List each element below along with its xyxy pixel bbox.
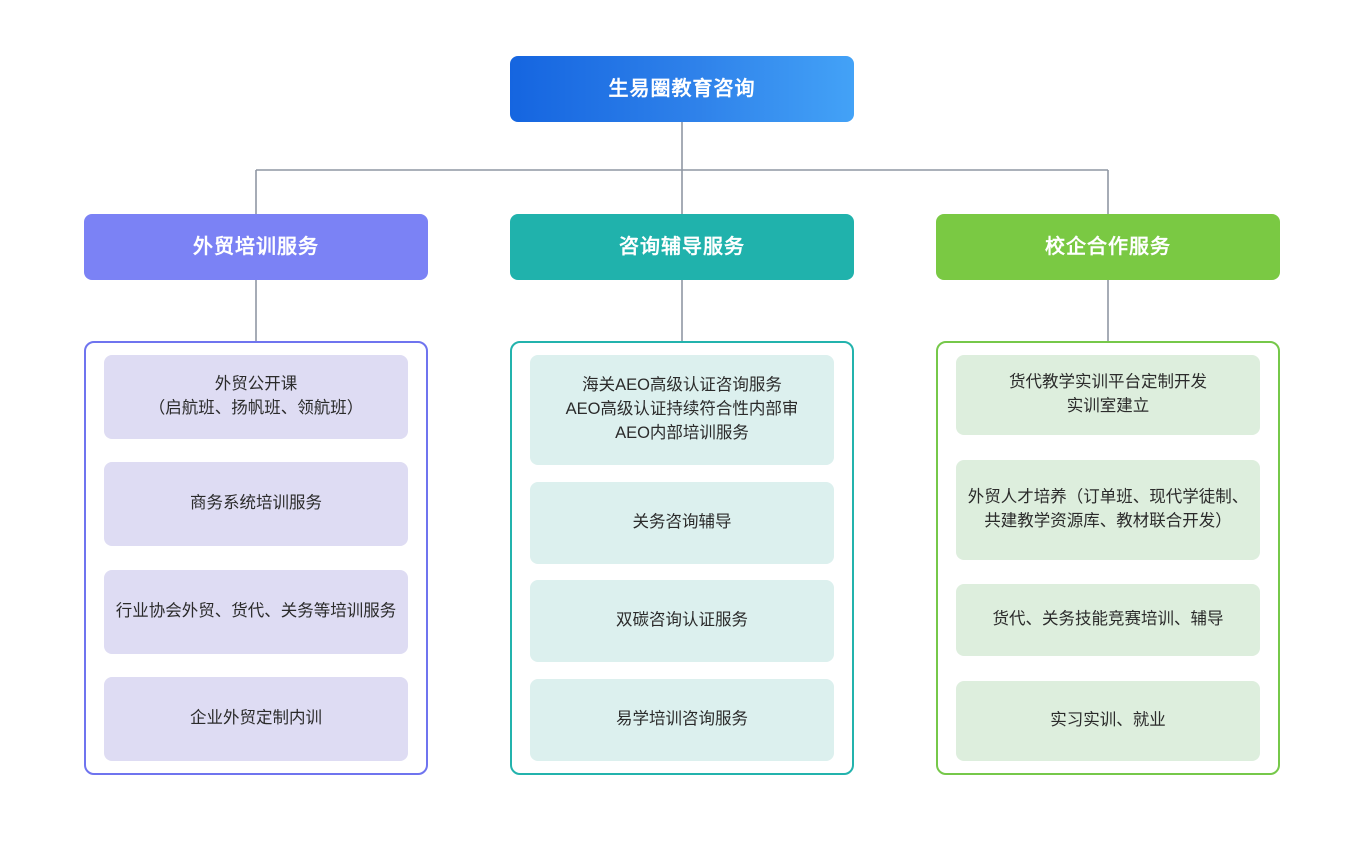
- leaf-node[interactable]: 外贸公开课 （启航班、扬帆班、领航班）: [104, 355, 408, 439]
- branch-header-label: 外贸培训服务: [193, 236, 319, 258]
- branch-header-school-enterprise-cooperation[interactable]: 校企合作服务: [936, 214, 1280, 280]
- branch-header-label: 咨询辅导服务: [619, 236, 745, 258]
- branch-column-school-enterprise-cooperation: 校企合作服务 货代教学实训平台定制开发 实训室建立 外贸人才培养（订单班、现代学…: [936, 214, 1280, 775]
- branch-column-foreign-trade-training: 外贸培训服务 外贸公开课 （启航班、扬帆班、领航班） 商务系统培训服务 行业协会…: [84, 214, 428, 775]
- leaf-node[interactable]: 外贸人才培养（订单班、现代学徒制、共建教学资源库、教材联合开发）: [956, 459, 1260, 560]
- branch-header-label: 校企合作服务: [1045, 236, 1171, 258]
- leaf-node[interactable]: 双碳咨询认证服务: [530, 580, 834, 663]
- branch-body-foreign-trade-training: 外贸公开课 （启航班、扬帆班、领航班） 商务系统培训服务 行业协会外贸、货代、关…: [84, 341, 428, 775]
- leaf-node[interactable]: 关务咨询辅导: [530, 481, 834, 564]
- leaf-node[interactable]: 商务系统培训服务: [104, 462, 408, 547]
- leaf-node[interactable]: 货代、关务技能竞赛培训、辅导: [956, 584, 1260, 657]
- leaf-node[interactable]: 企业外贸定制内训: [104, 676, 408, 761]
- branch-body-school-enterprise-cooperation: 货代教学实训平台定制开发 实训室建立 外贸人才培养（订单班、现代学徒制、共建教学…: [936, 341, 1280, 775]
- branch-body-consulting-coaching: 海关AEO高级认证咨询服务 AEO高级认证持续符合性内部审 AEO内部培训服务 …: [510, 341, 854, 775]
- leaf-node[interactable]: 实习实训、就业: [956, 680, 1260, 761]
- branch-header-foreign-trade-training[interactable]: 外贸培训服务: [84, 214, 428, 280]
- root-node[interactable]: 生易圈教育咨询: [510, 56, 854, 122]
- leaf-node[interactable]: 易学培训咨询服务: [530, 678, 834, 761]
- leaf-node[interactable]: 行业协会外贸、货代、关务等培训服务: [104, 569, 408, 654]
- root-node-label: 生易圈教育咨询: [608, 78, 756, 100]
- branch-header-consulting-coaching[interactable]: 咨询辅导服务: [510, 214, 854, 280]
- leaf-node[interactable]: 海关AEO高级认证咨询服务 AEO高级认证持续符合性内部审 AEO内部培训服务: [530, 355, 834, 465]
- leaf-node[interactable]: 货代教学实训平台定制开发 实训室建立: [956, 355, 1260, 435]
- branch-column-consulting-coaching: 咨询辅导服务 海关AEO高级认证咨询服务 AEO高级认证持续符合性内部审 AEO…: [510, 214, 854, 775]
